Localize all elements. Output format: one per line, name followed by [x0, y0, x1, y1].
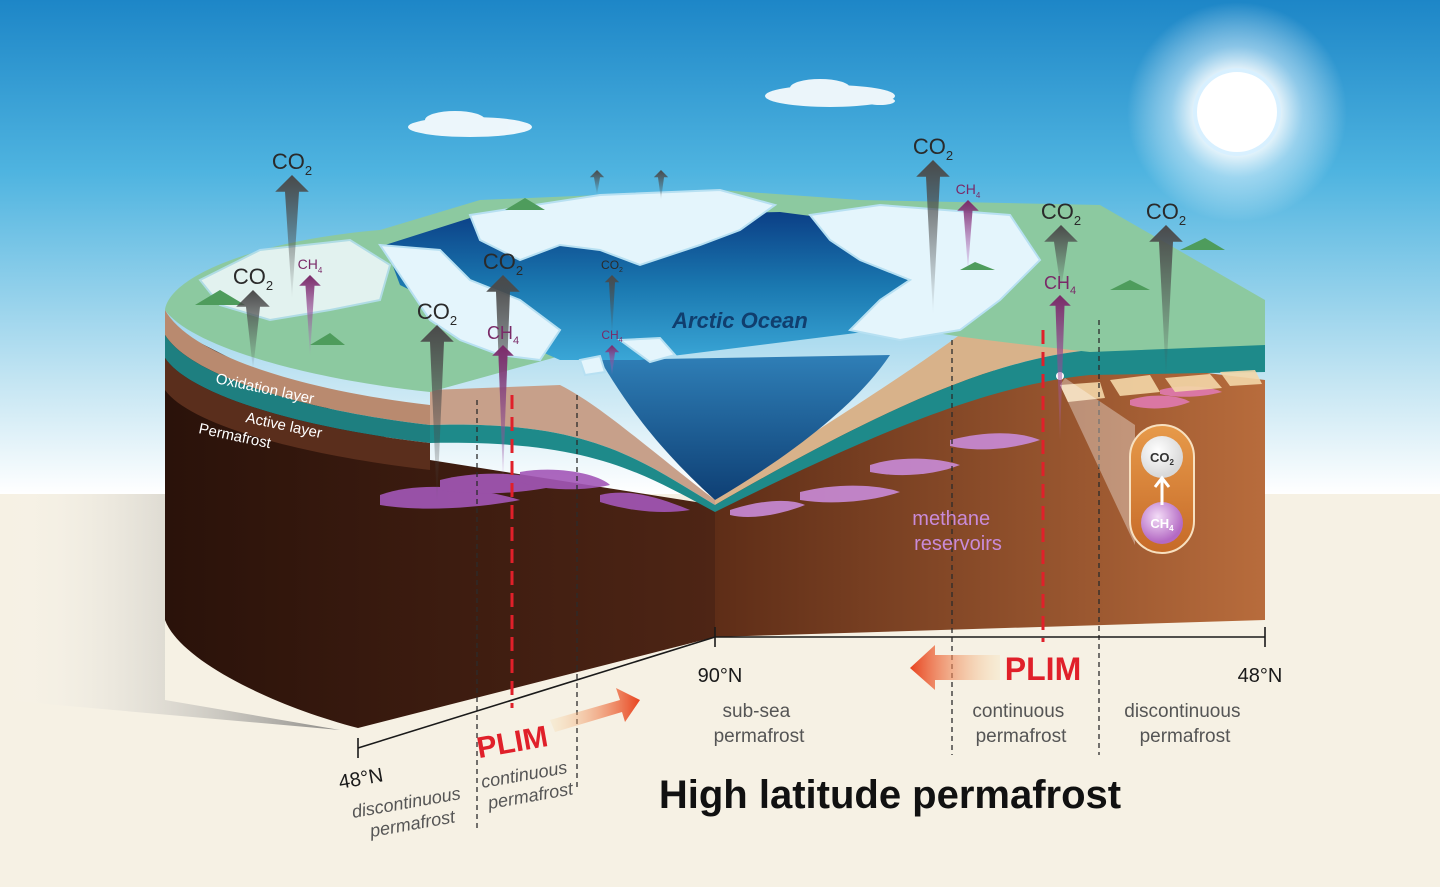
co2-label: CO2: [483, 249, 523, 278]
ch4-label: CH4: [601, 328, 622, 344]
co2-arrow-8: CO2: [1146, 199, 1186, 380]
co2-arrow-3: CO2: [417, 299, 457, 505]
inset-ch4-label: CH4: [1150, 516, 1174, 533]
ch4-label: CH4: [487, 323, 519, 347]
arctic-ocean-label: Arctic Ocean: [671, 308, 808, 333]
co2-label: CO2: [1146, 199, 1186, 228]
zone-right-discontinuous: discontinuous permafrost: [1124, 701, 1245, 747]
co2-label: CO2: [601, 258, 623, 274]
ch4-arrow-5: CH4: [1044, 273, 1076, 440]
zone-right-continuous: continuous permafrost: [972, 701, 1069, 747]
methane-reservoirs-right: [730, 386, 1222, 517]
plim-arrow-left: [550, 688, 640, 732]
ch4-arrow-4: CH4: [956, 181, 981, 270]
co2-arrow-5: CO2: [601, 258, 623, 335]
latitude-right: 48°N: [1238, 665, 1283, 687]
co2-arrow-small-2: [653, 170, 669, 200]
oxidation-inset: [1056, 372, 1195, 554]
ch4-arrow-3: CH4: [601, 328, 623, 375]
rocks: [1060, 370, 1262, 402]
left-layer-bands: [165, 310, 430, 470]
methane-reservoirs-left: [380, 469, 690, 513]
co2-arrow-6: CO2: [913, 134, 953, 315]
co2-arrow-small-1: [589, 170, 605, 195]
tundra-hills: [195, 198, 1225, 345]
latitude-center: 90°N: [698, 665, 743, 687]
latitude-axis: [357, 627, 1266, 758]
zone-dashed-lines: [476, 320, 1100, 830]
page-title: High latitude permafrost: [659, 773, 1121, 817]
block-shadow: [0, 494, 340, 730]
ch4-arrow-1: CH4: [298, 256, 323, 355]
co2-arrow-2: CO2: [233, 264, 273, 370]
ch4-label: CH4: [298, 256, 323, 275]
inset-co2-label: CO2: [1150, 450, 1175, 467]
co2-arrow-1: CO2: [272, 149, 312, 300]
sun: [1127, 2, 1347, 222]
co2-label: CO2: [1041, 199, 1081, 228]
plim-label-right: PLIM: [1005, 651, 1081, 687]
zone-subsea: sub-sea permafrost: [714, 701, 806, 747]
ocean-cross-section: [600, 355, 890, 500]
co2-label: CO2: [417, 299, 457, 328]
plim-lines: [510, 330, 1045, 708]
ch4-label: CH4: [1044, 273, 1076, 297]
cloud-icon: [408, 79, 895, 137]
co2-label: CO2: [272, 149, 312, 178]
methane-reservoirs-label: methane reservoirs: [912, 508, 1002, 555]
co2-arrow-7: CO2: [1041, 199, 1081, 290]
co2-label: CO2: [233, 264, 273, 293]
ch4-label: CH4: [956, 181, 981, 200]
plim-arrow-right: [910, 645, 1000, 690]
co2-label: CO2: [913, 134, 953, 163]
ch4-arrow-2: CH4: [487, 323, 519, 480]
